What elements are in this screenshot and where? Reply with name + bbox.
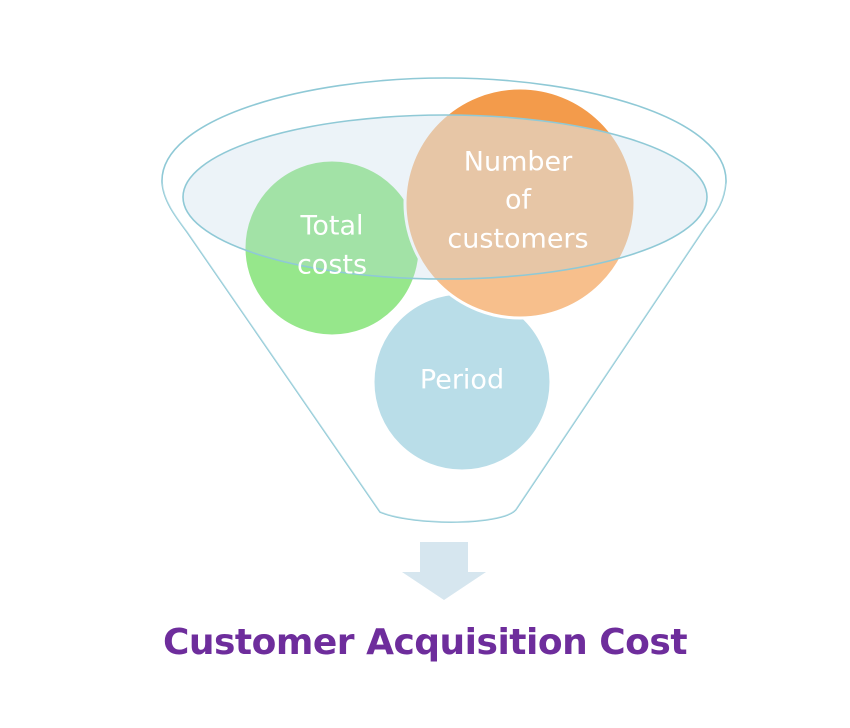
number-of-customers-label: Number: [464, 147, 573, 178]
number-of-customers-label-2: of: [505, 185, 533, 216]
number-of-customers-label-3: customers: [447, 224, 588, 255]
down-arrow-icon: [402, 542, 486, 600]
total-costs-label-2: costs: [297, 250, 367, 281]
period-label: Period: [420, 365, 504, 396]
funnel-outline: [161, 77, 727, 523]
diagram-caption: Customer Acquisition Cost: [162, 622, 688, 663]
total-costs-label: Total: [299, 211, 363, 242]
funnel-mouth: [182, 114, 708, 280]
